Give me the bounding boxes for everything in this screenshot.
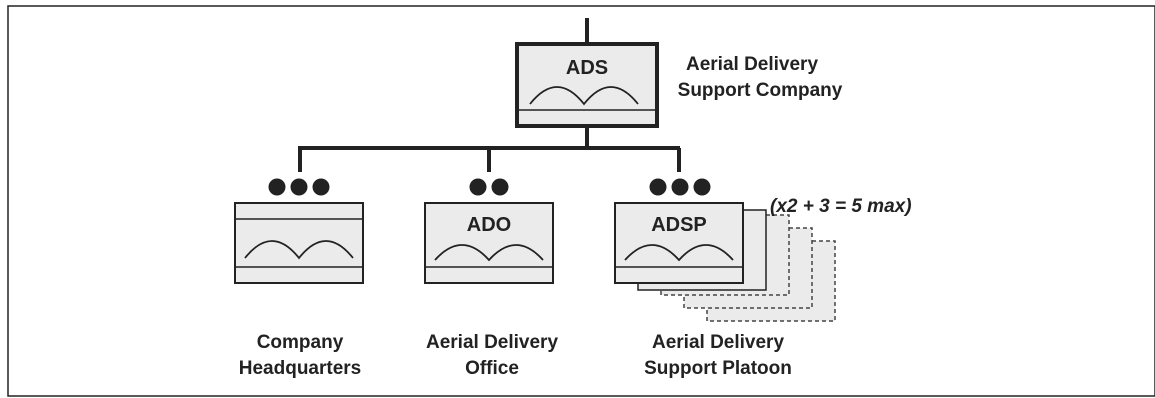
unit-ado: ADO Aerial Delivery Office — [424, 178, 558, 379]
connector-lines — [298, 18, 681, 172]
unit-adsp-label-line2: Support Platoon — [644, 358, 792, 379]
unit-ads-box — [515, 42, 659, 128]
unit-ado-code: ADO — [467, 214, 511, 236]
unit-hq: Company Headquarters — [234, 178, 364, 379]
echelon-dot — [290, 178, 308, 196]
unit-ado-label-line2: Office — [465, 358, 519, 379]
unit-hq-label-line2: Headquarters — [239, 358, 362, 379]
echelon-dot — [491, 178, 509, 196]
airborne-symbol-icon — [244, 240, 354, 260]
unit-adsp-multiplier-note: (x2 + 3 = 5 max) — [770, 196, 912, 217]
unit-ads-label-line2: Support Company — [678, 80, 843, 101]
airborne-symbol-icon — [434, 244, 544, 262]
airborne-symbol-icon — [624, 244, 734, 262]
unit-ado-box — [424, 202, 554, 284]
unit-ads-label-line1: Aerial Delivery — [686, 54, 818, 75]
echelon-dot — [649, 178, 667, 196]
unit-ado-label-line1: Aerial Delivery — [426, 332, 558, 353]
echelon-dots-icon — [649, 178, 711, 196]
unit-adsp-label-line1: Aerial Delivery — [652, 332, 784, 353]
unit-ads-code: ADS — [566, 57, 608, 79]
diagram-frame — [7, 5, 1155, 397]
unit-hq-label-line1: Company — [257, 332, 344, 353]
echelon-dot — [312, 178, 330, 196]
unit-ads: ADS Aerial Delivery Support Company — [515, 42, 843, 128]
echelon-dot — [671, 178, 689, 196]
unit-adsp-code: ADSP — [651, 214, 707, 236]
echelon-dots-icon — [268, 178, 330, 196]
echelon-dots-icon — [469, 178, 509, 196]
unit-adsp: ADSP (x2 + 3 = 5 max) Aerial Delivery Su… — [614, 178, 912, 379]
airborne-symbol-icon — [529, 86, 639, 106]
unit-adsp-box — [614, 202, 744, 284]
echelon-dot — [693, 178, 711, 196]
unit-hq-box — [234, 202, 364, 284]
echelon-dot — [268, 178, 286, 196]
echelon-dot — [469, 178, 487, 196]
